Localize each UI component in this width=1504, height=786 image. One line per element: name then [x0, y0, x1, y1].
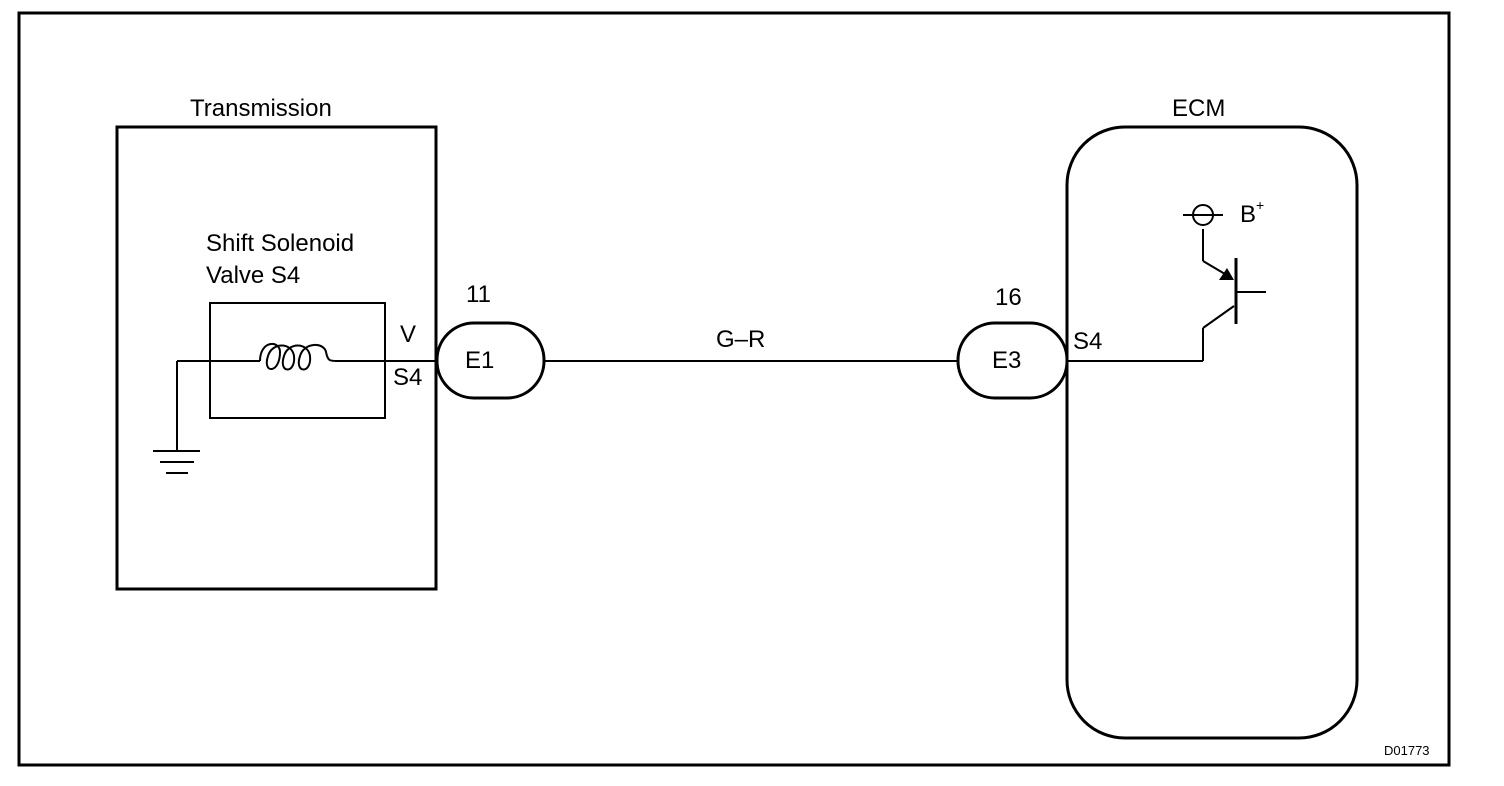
solenoid-label-line2: Valve S4	[206, 262, 300, 289]
power-supply-icon	[1183, 204, 1223, 226]
power-supply-label: B+	[1240, 197, 1264, 228]
connector-e3-name: E3	[992, 347, 1021, 374]
ecm-terminal: S4	[1073, 328, 1102, 355]
connector-e1-pin: 11	[466, 281, 491, 308]
emitter-arrow-icon	[1219, 268, 1234, 280]
solenoid-coil-icon	[176, 343, 437, 451]
outer-frame	[17, 11, 1451, 767]
figure-code: D01773	[1384, 743, 1430, 758]
ecm-box	[1065, 125, 1359, 740]
transmission-title: Transmission	[190, 95, 332, 122]
transmission-terminal: S4	[393, 364, 422, 391]
connector-e1-name: E1	[465, 347, 494, 374]
harness-wire-color: G–R	[716, 326, 765, 353]
solenoid-label-line1: Shift Solenoid	[206, 230, 354, 257]
transmission-wire-color: V	[400, 321, 416, 348]
ecm-title: ECM	[1172, 95, 1225, 122]
transistor-icon	[1067, 229, 1266, 362]
connector-e3-pin: 16	[995, 284, 1022, 311]
ground-icon	[153, 450, 200, 474]
transmission-box	[115, 125, 438, 591]
